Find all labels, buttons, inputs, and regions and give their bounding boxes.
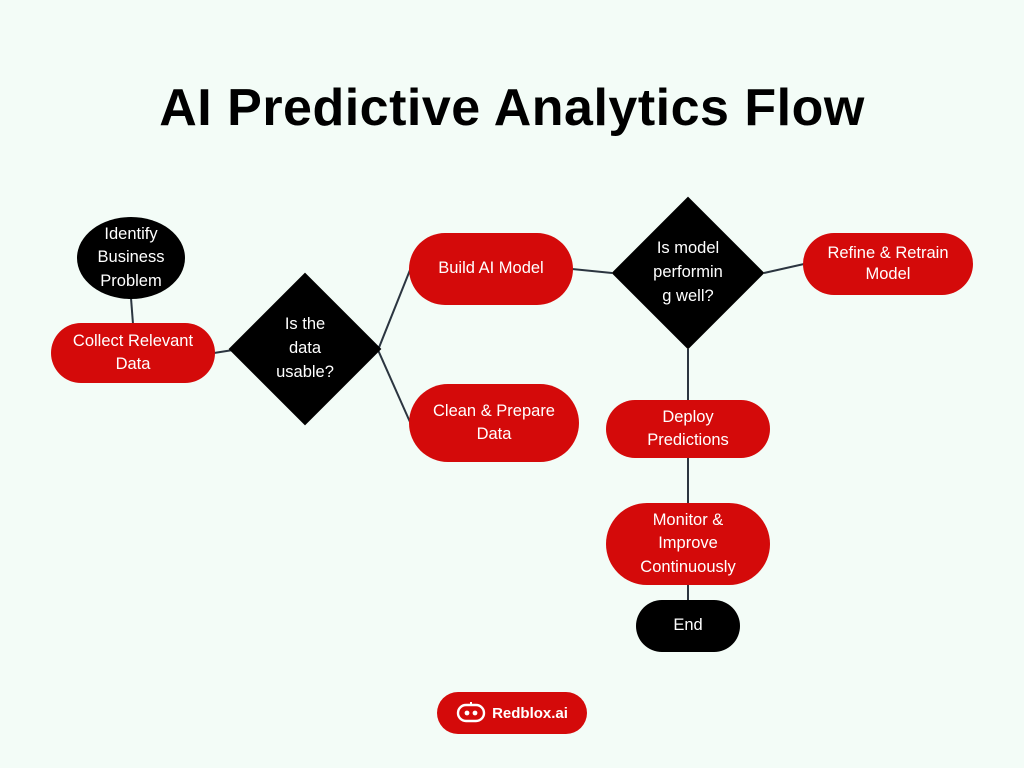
decision-model-performing: Is model performin g well? <box>611 196 765 350</box>
decision-data-usable-label: Is the data usable? <box>276 315 334 381</box>
node-deploy-predictions: Deploy Predictions <box>606 400 770 458</box>
edge-usable-clean <box>377 349 411 423</box>
edge-usable-build <box>377 269 411 351</box>
node-collect-relevant-data: Collect Relevant Data <box>51 323 215 383</box>
redblox-logo[interactable]: Redblox.ai <box>437 692 587 734</box>
node-identify-business-problem: Identify Business Problem <box>77 217 185 299</box>
decision-model-performing-label: Is model performin g well? <box>653 239 723 305</box>
node-monitor-improve: Monitor & Improve Continuously <box>606 503 770 585</box>
node-clean-prepare-data: Clean & Prepare Data <box>409 384 579 462</box>
edge-performing-refine <box>763 263 805 274</box>
edge-build-performing <box>571 268 613 274</box>
redblox-logo-text: Redblox.ai <box>492 704 568 722</box>
node-end: End <box>636 600 740 652</box>
page-title: AI Predictive Analytics Flow <box>159 79 865 137</box>
node-build-ai-model: Build AI Model <box>409 233 573 305</box>
decision-data-usable: Is the data usable? <box>228 272 382 426</box>
edge-identify-collect <box>130 297 134 325</box>
node-refine-retrain-model: Refine & Retrain Model <box>803 233 973 295</box>
redblox-robot-icon <box>456 702 486 724</box>
